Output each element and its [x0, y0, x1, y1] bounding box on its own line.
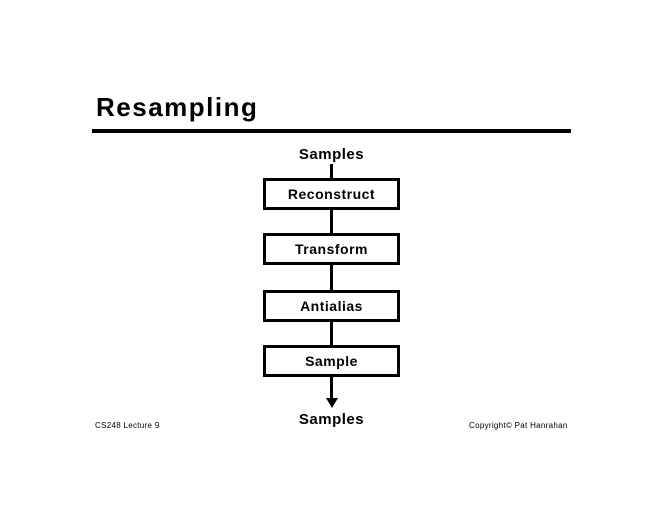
step-label: Sample — [305, 353, 358, 369]
down-arrow-icon — [325, 377, 338, 408]
flow-output-label: Samples — [298, 411, 365, 428]
step-box-antialias: Antialias — [263, 290, 400, 322]
flow-diagram: Samples Reconstruct Transform Antialias … — [263, 145, 400, 429]
flow-input-label: Samples — [298, 146, 365, 163]
arrow-shaft — [330, 377, 333, 398]
step-label: Transform — [295, 241, 368, 257]
step-box-transform: Transform — [263, 233, 400, 265]
connector-line — [330, 210, 333, 233]
step-label: Antialias — [300, 298, 363, 314]
arrow-head — [325, 398, 338, 408]
slide-title: Resampling — [96, 92, 259, 122]
title-underline — [92, 129, 571, 133]
connector-line — [330, 265, 333, 290]
step-box-reconstruct: Reconstruct — [263, 178, 400, 210]
step-box-sample: Sample — [263, 345, 400, 377]
connector-line — [330, 164, 333, 178]
connector-line — [330, 322, 333, 345]
footer-course-label: CS248 Lecture 9 — [95, 421, 160, 430]
footer-copyright: Copyright© Pat Hanrahan — [469, 421, 568, 430]
step-label: Reconstruct — [287, 186, 376, 202]
